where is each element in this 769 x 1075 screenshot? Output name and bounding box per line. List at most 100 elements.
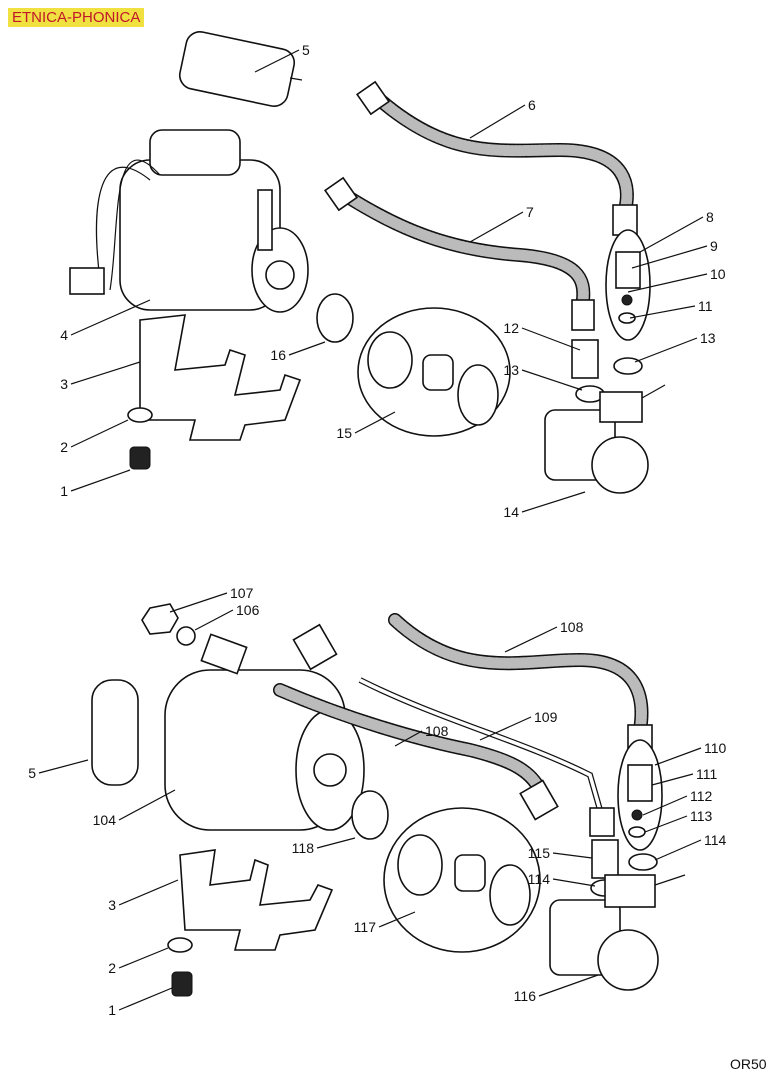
clamp-16 <box>316 293 354 343</box>
part-label: 2 <box>108 960 116 976</box>
part-label: 6 <box>528 97 536 113</box>
leader-line <box>521 491 586 513</box>
leader-line <box>118 789 176 821</box>
part-label: 8 <box>706 209 714 225</box>
part-label: 1 <box>60 483 68 499</box>
part-label: 1 <box>108 1002 116 1018</box>
part-label: 115 <box>528 845 551 861</box>
leader-line <box>316 837 356 849</box>
leader-line <box>654 839 702 861</box>
leader-line <box>378 911 416 928</box>
leader-line <box>642 795 688 816</box>
leader-line <box>639 216 704 253</box>
part-label: 7 <box>526 204 534 220</box>
part-label: 104 <box>93 812 117 828</box>
pump-14 <box>544 384 666 494</box>
leader-line <box>651 773 694 786</box>
leader-line <box>118 947 169 969</box>
part-label: 110 <box>704 740 727 756</box>
leader-line <box>70 419 129 448</box>
leader-line <box>629 305 696 319</box>
part-label: 5 <box>28 765 36 781</box>
leader-line <box>521 369 583 391</box>
leader-line <box>118 987 173 1011</box>
leader-line <box>288 341 326 356</box>
leader-lines <box>38 49 708 1011</box>
tube-109 <box>292 623 615 837</box>
leader-line <box>38 759 89 774</box>
part-label: 2 <box>60 439 68 455</box>
brand-label: ETNICA-PHONICA <box>8 8 145 27</box>
part-label: 111 <box>696 766 717 782</box>
clamp-118 <box>351 790 389 840</box>
leader-line <box>469 211 524 243</box>
ring-106 <box>176 626 196 646</box>
leader-line <box>469 104 526 139</box>
part-label: 108 <box>425 723 449 739</box>
hose-6 <box>355 80 638 236</box>
part-label: 114 <box>704 832 727 848</box>
capacitor-top <box>178 31 303 107</box>
part-label: 9 <box>710 238 718 254</box>
part-label: 13 <box>700 330 716 346</box>
leader-line <box>631 245 708 269</box>
pump-116 <box>549 874 686 991</box>
part-label: 10 <box>710 266 726 282</box>
part-label: 107 <box>230 585 254 601</box>
leader-line <box>552 878 596 887</box>
part-label: 15 <box>336 425 352 441</box>
leader-line <box>118 879 179 906</box>
washer-2-bottom <box>167 937 193 953</box>
fitting-12 <box>571 339 599 379</box>
leader-line <box>552 852 593 859</box>
bracket-3-bottom <box>179 849 334 951</box>
leader-line <box>644 815 688 833</box>
part-label: 5 <box>302 42 310 58</box>
part-label: 117 <box>354 919 377 935</box>
part-label: 116 <box>514 988 537 1004</box>
part-label: 112 <box>690 788 713 804</box>
part-label: 14 <box>503 504 519 520</box>
motor-104 <box>164 633 365 831</box>
diagram-code: OR50 <box>730 1056 767 1072</box>
leader-line <box>394 730 423 747</box>
leader-line <box>169 592 228 613</box>
capacitor-5 <box>91 679 139 786</box>
part-label: 118 <box>292 840 315 856</box>
part-label: 106 <box>236 602 260 618</box>
leader-line <box>504 626 558 653</box>
part-label: 114 <box>528 871 551 887</box>
part-label: 3 <box>108 897 116 913</box>
part-label: 11 <box>698 298 713 314</box>
bracket-3 <box>139 314 302 441</box>
part-label: 16 <box>270 347 286 363</box>
leader-line <box>479 716 532 741</box>
leader-line <box>654 747 702 766</box>
washer-2 <box>127 407 153 423</box>
leader-line <box>634 337 698 363</box>
leader-line <box>194 609 234 631</box>
leader-line <box>70 299 151 336</box>
leader-line <box>521 327 581 351</box>
part-label: 12 <box>503 320 519 336</box>
leader-line <box>70 469 131 492</box>
fitting-115 <box>591 839 619 879</box>
part-label: 13 <box>503 362 519 378</box>
part-label: 108 <box>560 619 584 635</box>
leader-line <box>354 411 396 434</box>
hose-108-short <box>273 683 559 821</box>
part-label: 113 <box>690 808 713 824</box>
hose-7 <box>323 176 595 331</box>
part-label: 109 <box>534 709 558 725</box>
leader-line <box>538 974 599 997</box>
nut-107 <box>141 603 179 635</box>
foot-1-bottom <box>171 971 193 997</box>
leader-line <box>254 49 300 73</box>
part-label: 4 <box>60 327 68 343</box>
leader-line <box>70 361 141 385</box>
motor-top <box>69 129 309 313</box>
foot-1 <box>129 446 151 470</box>
